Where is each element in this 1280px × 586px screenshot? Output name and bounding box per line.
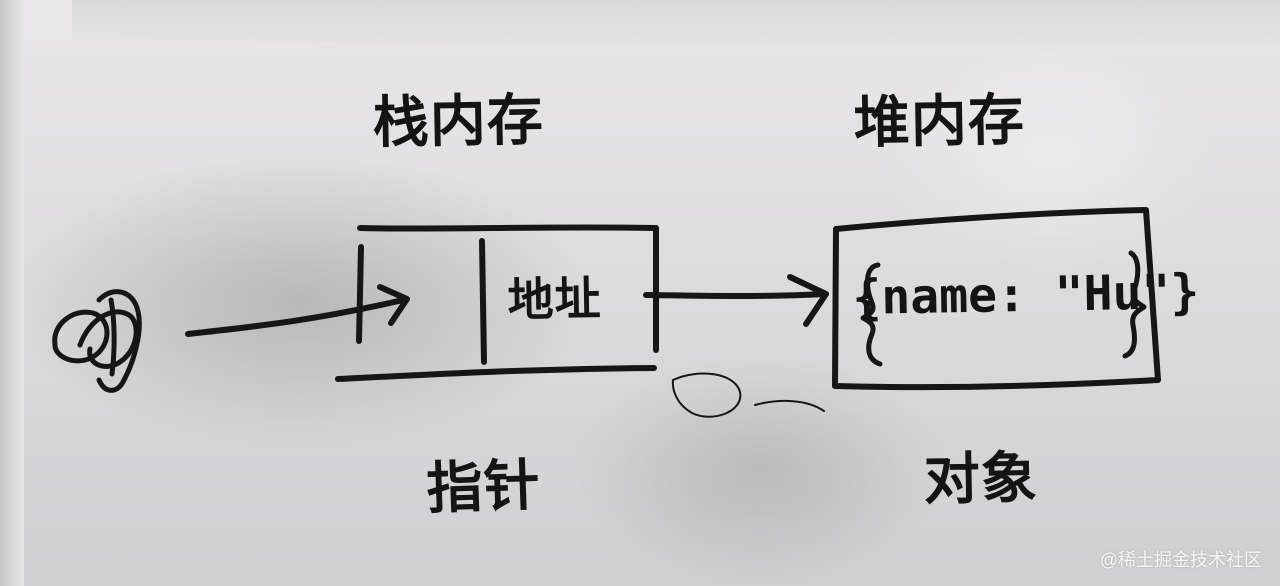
address-arrow-icon <box>643 291 829 299</box>
heap-box-outline <box>832 207 1161 391</box>
address-arrow-head <box>787 274 829 327</box>
heap-memory-title: 堆内存 <box>853 88 1026 156</box>
input-arrow-head <box>377 284 410 326</box>
stack-box-outline <box>335 224 659 382</box>
right-brace-icon <box>1122 250 1147 359</box>
address-label: 地址 <box>507 271 603 327</box>
pointer-label: 指针 <box>425 453 542 522</box>
pencil-mark <box>754 400 825 412</box>
left-brace-icon <box>860 262 883 367</box>
paper-edge <box>0 0 24 586</box>
stack-memory-title: 栈内存 <box>372 88 545 156</box>
object-label: 对象 <box>923 446 1039 513</box>
input-arrow-icon <box>185 297 406 337</box>
object-value: {name: "Hu"} <box>852 263 1200 326</box>
pencil-mark <box>671 372 742 418</box>
watermark: @稀土掘金技术社区 <box>1099 550 1262 570</box>
source-scribble-icon <box>52 289 142 393</box>
